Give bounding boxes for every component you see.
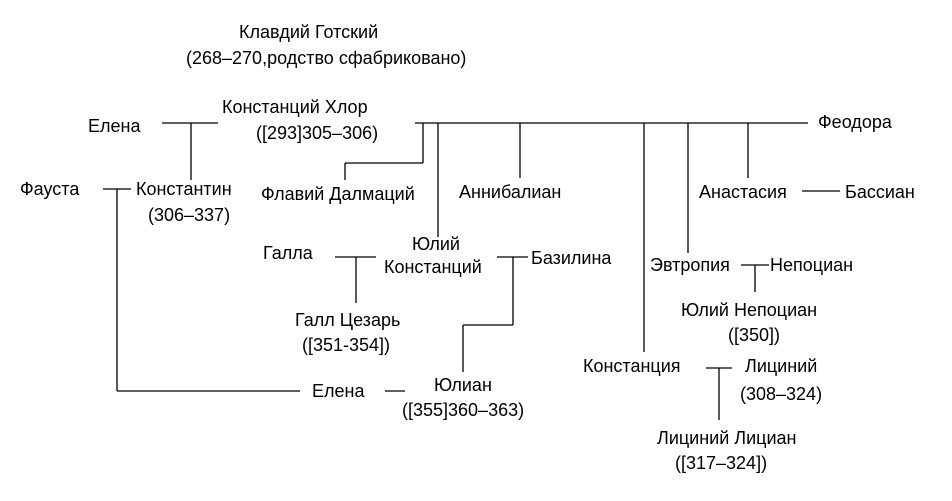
- constantius-dates: ([293]305–306): [256, 123, 378, 143]
- eutropia-name: Эвтропия: [650, 255, 730, 275]
- gallus-name: Галл Цезарь: [295, 310, 400, 330]
- claudius-note: (268–270,родство сфабриковано): [186, 48, 466, 68]
- constantine-dates: (306–337): [148, 205, 230, 225]
- constantine-name: Константин: [136, 179, 232, 199]
- gallus-dates: ([351-354]): [302, 335, 390, 355]
- constantius-name: Констанций Хлор: [222, 97, 368, 117]
- connector-lines: [103, 122, 840, 420]
- claudius-name: Клавдий Готский: [239, 22, 378, 42]
- galla-name: Галла: [263, 243, 314, 263]
- helena-name: Елена: [88, 116, 141, 136]
- julian-name: Юлиан: [434, 375, 492, 395]
- fausta-name: Фауста: [20, 179, 80, 199]
- licinius-dates: (308–324): [740, 384, 822, 404]
- bassianus-name: Бассиан: [845, 182, 915, 202]
- licinianus-dates: ([317–324]): [675, 453, 767, 473]
- theodora-name: Феодора: [818, 112, 893, 132]
- julian-dates: ([355]360–363): [402, 400, 524, 420]
- julius-nepotianus-dates: ([350]): [728, 325, 780, 345]
- licinius-name: Лициний: [745, 356, 817, 376]
- julius-name-line2: Констанций: [384, 257, 482, 277]
- nepotianus-name: Непоциан: [770, 255, 853, 275]
- julius-name-line1: Юлий: [412, 234, 460, 254]
- licinianus-name: Лициний Лициан: [657, 428, 796, 448]
- person-labels: Клавдий Готский (268–270,родство сфабрик…: [20, 22, 915, 473]
- constantia-name: Констанция: [583, 356, 681, 376]
- dalmatius-name: Флавий Далмаций: [261, 184, 415, 204]
- anastasia-name: Анастасия: [699, 182, 787, 202]
- helena-younger-name: Елена: [312, 381, 365, 401]
- julius-nepotianus-name: Юлий Непоциан: [681, 300, 817, 320]
- basilina-name: Базилина: [531, 248, 612, 268]
- hannibalianus-name: Аннибалиан: [459, 182, 561, 202]
